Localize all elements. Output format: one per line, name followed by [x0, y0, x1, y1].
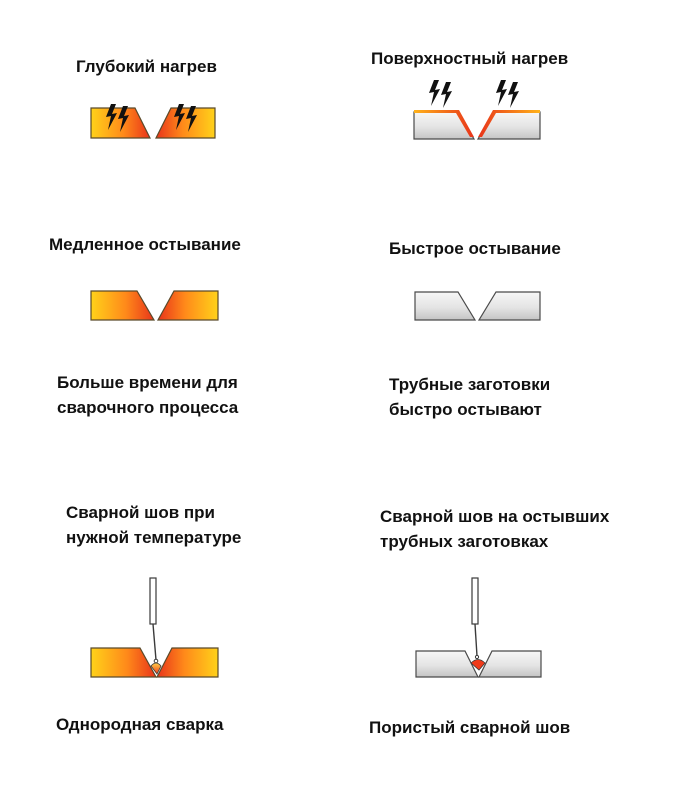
weld-pool: [470, 659, 486, 671]
weld-proper-line2: нужной температуре: [66, 528, 242, 547]
lightning-bolt-icon: [429, 80, 452, 108]
welding-electrode-icon: [471, 577, 480, 660]
left-workpiece-hot: [90, 107, 151, 139]
fast-cooling-title: Быстрое остывание: [389, 239, 561, 258]
slow-cooling-title: Медленное остывание: [49, 235, 241, 254]
more-time-line2: сварочного процесса: [57, 398, 239, 417]
surface-heating-title: Поверхностный нагрев: [371, 49, 569, 68]
weld-cold-line2: трубных заготовках: [380, 532, 549, 551]
uniform-weld-label: Однородная сварка: [56, 715, 224, 734]
fast-cooling-desc-line1: Трубные заготовки: [389, 375, 551, 394]
right-workpiece-hot: [156, 647, 219, 678]
left-workpiece-hot: [90, 647, 158, 678]
welding-electrode-icon: [149, 577, 159, 664]
fast-cooling-workpieces: [414, 291, 541, 321]
lightning-bolt-icon: [496, 80, 519, 108]
weld-pool: [150, 662, 162, 675]
right-workpiece-hot: [155, 107, 216, 139]
lightning-bolt-icon: [106, 104, 129, 132]
left-workpiece-hot: [90, 290, 156, 321]
right-workpiece-hot: [156, 290, 219, 321]
left-workpiece-cold: [414, 291, 477, 321]
proper-weld-workpieces: [90, 647, 219, 678]
fast-cooling-desc-line2: быстро остывают: [389, 400, 542, 419]
porous-weld-label: Пористый сварной шов: [369, 718, 571, 737]
right-workpiece-cold: [477, 291, 541, 321]
weld-cold-line1: Сварной шов на остывших: [380, 507, 610, 526]
deep-heating-workpieces: [90, 107, 216, 139]
right-workpiece-cold: [478, 650, 542, 678]
surface-heating-workpieces: [413, 110, 541, 140]
heated-surface-left: [414, 110, 474, 137]
slow-cooling-workpieces: [90, 290, 219, 321]
deep-heating-title: Глубокий нагрев: [76, 57, 217, 76]
more-time-line1: Больше времени для: [57, 373, 238, 392]
lightning-bolt-icon: [174, 104, 197, 132]
weld-proper-line1: Сварной шов при: [66, 503, 215, 522]
heated-surface-right: [478, 110, 540, 137]
cold-weld-workpieces: [415, 650, 542, 678]
left-workpiece-cold: [415, 650, 479, 678]
